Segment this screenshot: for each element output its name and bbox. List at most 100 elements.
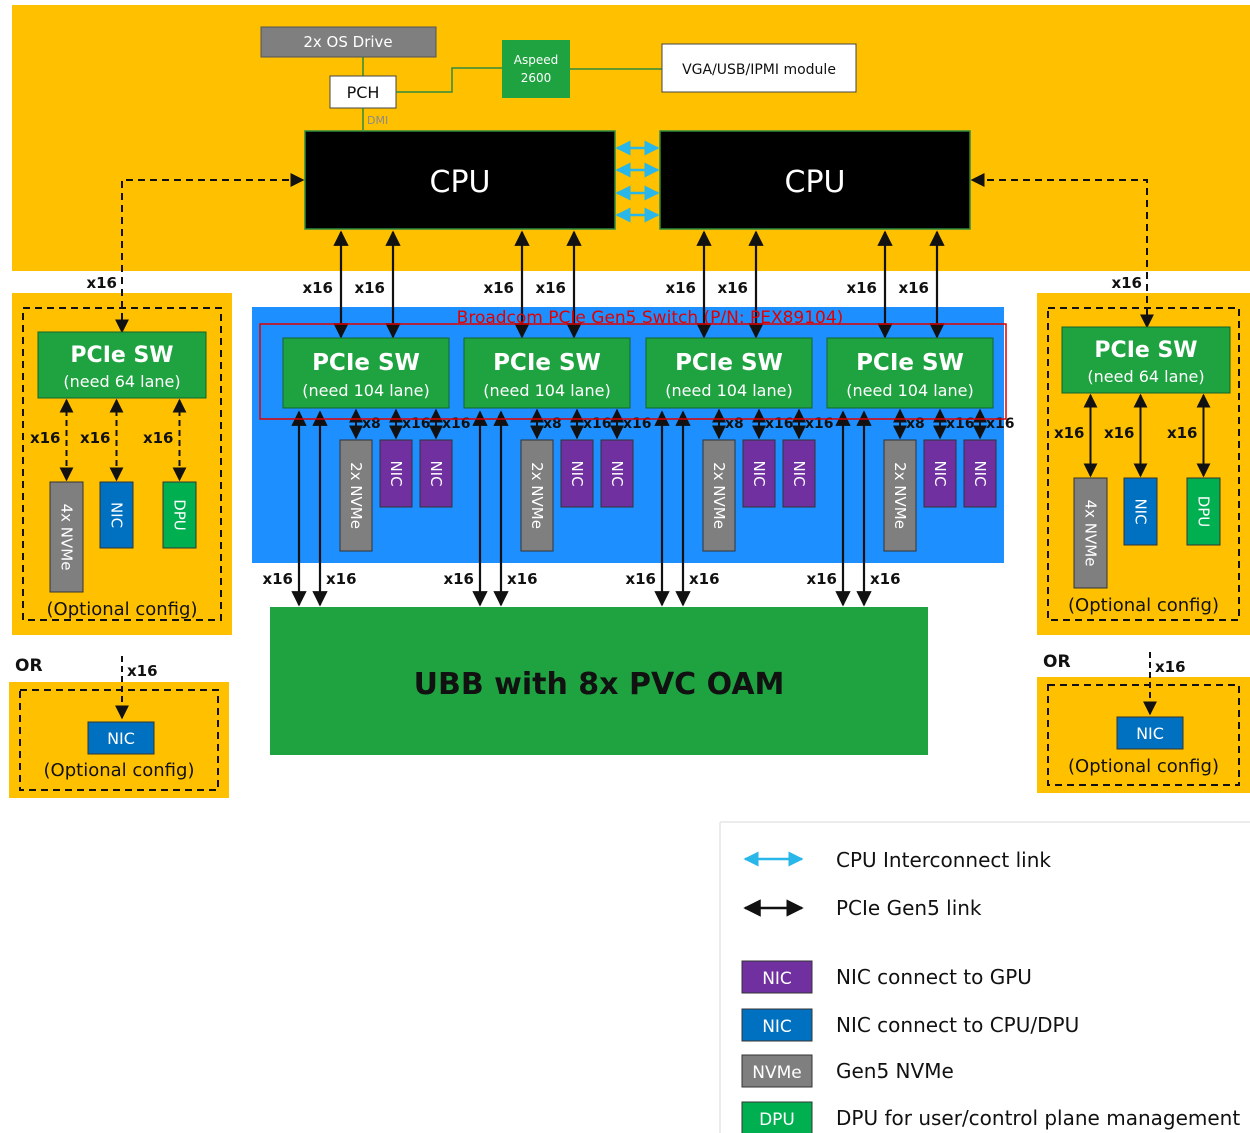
optional-caption: (Optional config) (1068, 595, 1219, 616)
optional-device-label: NIC (108, 502, 126, 528)
device-label: NIC (387, 460, 405, 486)
alt-dashed-border (19, 689, 219, 791)
optional-switch-subtitle: (need 64 lane) (1087, 367, 1204, 386)
pcie-switch-subtitle: (need 104 lane) (846, 381, 973, 400)
optional-device-box (162, 481, 197, 549)
device-label: NIC (931, 460, 949, 486)
device-link-label: x8 (906, 416, 925, 432)
optional-link-label: x16 (80, 429, 111, 447)
alt-dashed-border (1047, 684, 1240, 786)
pcie-switch-title: PCIe SW (675, 350, 783, 376)
alt-caption: (Optional config) (1068, 756, 1219, 777)
nic-gpu-device (600, 439, 634, 508)
device-label: NIC (568, 460, 586, 486)
optional-link-label: x16 (143, 429, 174, 447)
device-label: NIC (750, 460, 768, 486)
optional-caption: (Optional config) (47, 599, 198, 620)
device-link-label: x16 (442, 416, 471, 432)
optional-cpu-link (970, 173, 1154, 329)
cpu-link-label: x16 (354, 279, 385, 297)
cpu-link-label: x16 (898, 279, 929, 297)
device-link-label: x8 (362, 416, 381, 432)
optional-device-label: NIC (1132, 498, 1150, 524)
switch-highlight-label: Broadcom PCIe Gen5 Switch (P/N: PEX89104… (457, 308, 844, 328)
or-label: OR (1043, 652, 1071, 672)
ubb-link-label: x16 (625, 570, 656, 588)
optional-cpu-link (115, 173, 305, 334)
device-link-label: x16 (986, 416, 1015, 432)
or-label: OR (15, 656, 43, 676)
device-label: NIC (427, 460, 445, 486)
device-label: NIC (608, 460, 626, 486)
legend-item-text: NIC connect to CPU/DPU (836, 1013, 1079, 1037)
vga-module-box (661, 43, 857, 93)
optional-link-label: x16 (30, 429, 61, 447)
device-label: 2x NVMe (891, 462, 909, 529)
nic-gpu-device (379, 439, 413, 508)
ubb-link-label: x16 (507, 570, 538, 588)
legend-item-text: Gen5 NVMe (836, 1059, 954, 1083)
dmi-label: DMI (367, 114, 388, 127)
pcie-switch-title: PCIe SW (493, 350, 601, 376)
optional-switch-box (1061, 326, 1231, 394)
optional-link-label: x16 (1104, 424, 1135, 442)
cpu-left-label: CPU (430, 165, 491, 200)
legend-swatch (741, 1054, 813, 1088)
pcie-switch-title: PCIe SW (312, 350, 420, 376)
switch-highlight-box (259, 323, 1007, 420)
device-link-label: x16 (623, 416, 652, 432)
alt-nic-box (1116, 716, 1184, 750)
device-link-label: x16 (805, 416, 834, 432)
device-label: 2x NVMe (347, 462, 365, 529)
pcie-switch-subtitle: (need 104 lane) (665, 381, 792, 400)
pcie-switch-box (463, 337, 631, 409)
optional-device-label: DPU (171, 499, 189, 531)
ubb-link-label: x16 (870, 570, 901, 588)
motherboard-region (12, 5, 1250, 271)
alt-link-label: x16 (1155, 658, 1186, 676)
cpu-left (304, 130, 616, 230)
optional-device-box (1186, 477, 1221, 546)
device-link-label: x8 (543, 416, 562, 432)
legend-item-text: NIC connect to GPU (836, 965, 1032, 989)
legend-swatch-label: NVMe (752, 1063, 801, 1083)
alt-caption: (Optional config) (44, 760, 195, 781)
pch-aspeed-connector (396, 67, 502, 93)
device-link-label: x8 (725, 416, 744, 432)
ubb-link-label: x16 (689, 570, 720, 588)
aspeed-line2: 2600 (521, 71, 552, 85)
ubb-label: UBB with 8x PVC OAM (414, 667, 785, 702)
vga-module-label: VGA/USB/IPMI module (682, 62, 836, 78)
alt-nic-label: NIC (1136, 724, 1164, 743)
nic-gpu-device (963, 439, 997, 508)
aspeed-box (502, 40, 570, 98)
legend-swatch (741, 960, 813, 994)
optional-link-label: x16 (1167, 424, 1198, 442)
optional-switch-box (37, 331, 207, 399)
ubb-link-label: x16 (262, 570, 293, 588)
optional-device-box (1123, 477, 1158, 546)
pcie-switch-subtitle: (need 104 lane) (483, 381, 610, 400)
optional-device-label: DPU (1195, 496, 1213, 528)
aspeed-line1: Aspeed (514, 53, 558, 67)
optional-device-label: 4x NVMe (58, 504, 76, 571)
alt-link-label: x16 (127, 662, 158, 680)
legend-swatch (741, 1008, 813, 1042)
nvme-device (702, 439, 736, 552)
legend-swatch-label: NIC (762, 969, 792, 989)
device-label: NIC (790, 460, 808, 486)
cpu-link-label: x16 (665, 279, 696, 297)
device-link-label: x16 (946, 416, 975, 432)
nic-gpu-device (419, 439, 453, 508)
pch-label: PCH (347, 83, 380, 102)
nvme-device (339, 439, 373, 552)
device-label: 2x NVMe (710, 462, 728, 529)
nic-gpu-device (560, 439, 594, 508)
